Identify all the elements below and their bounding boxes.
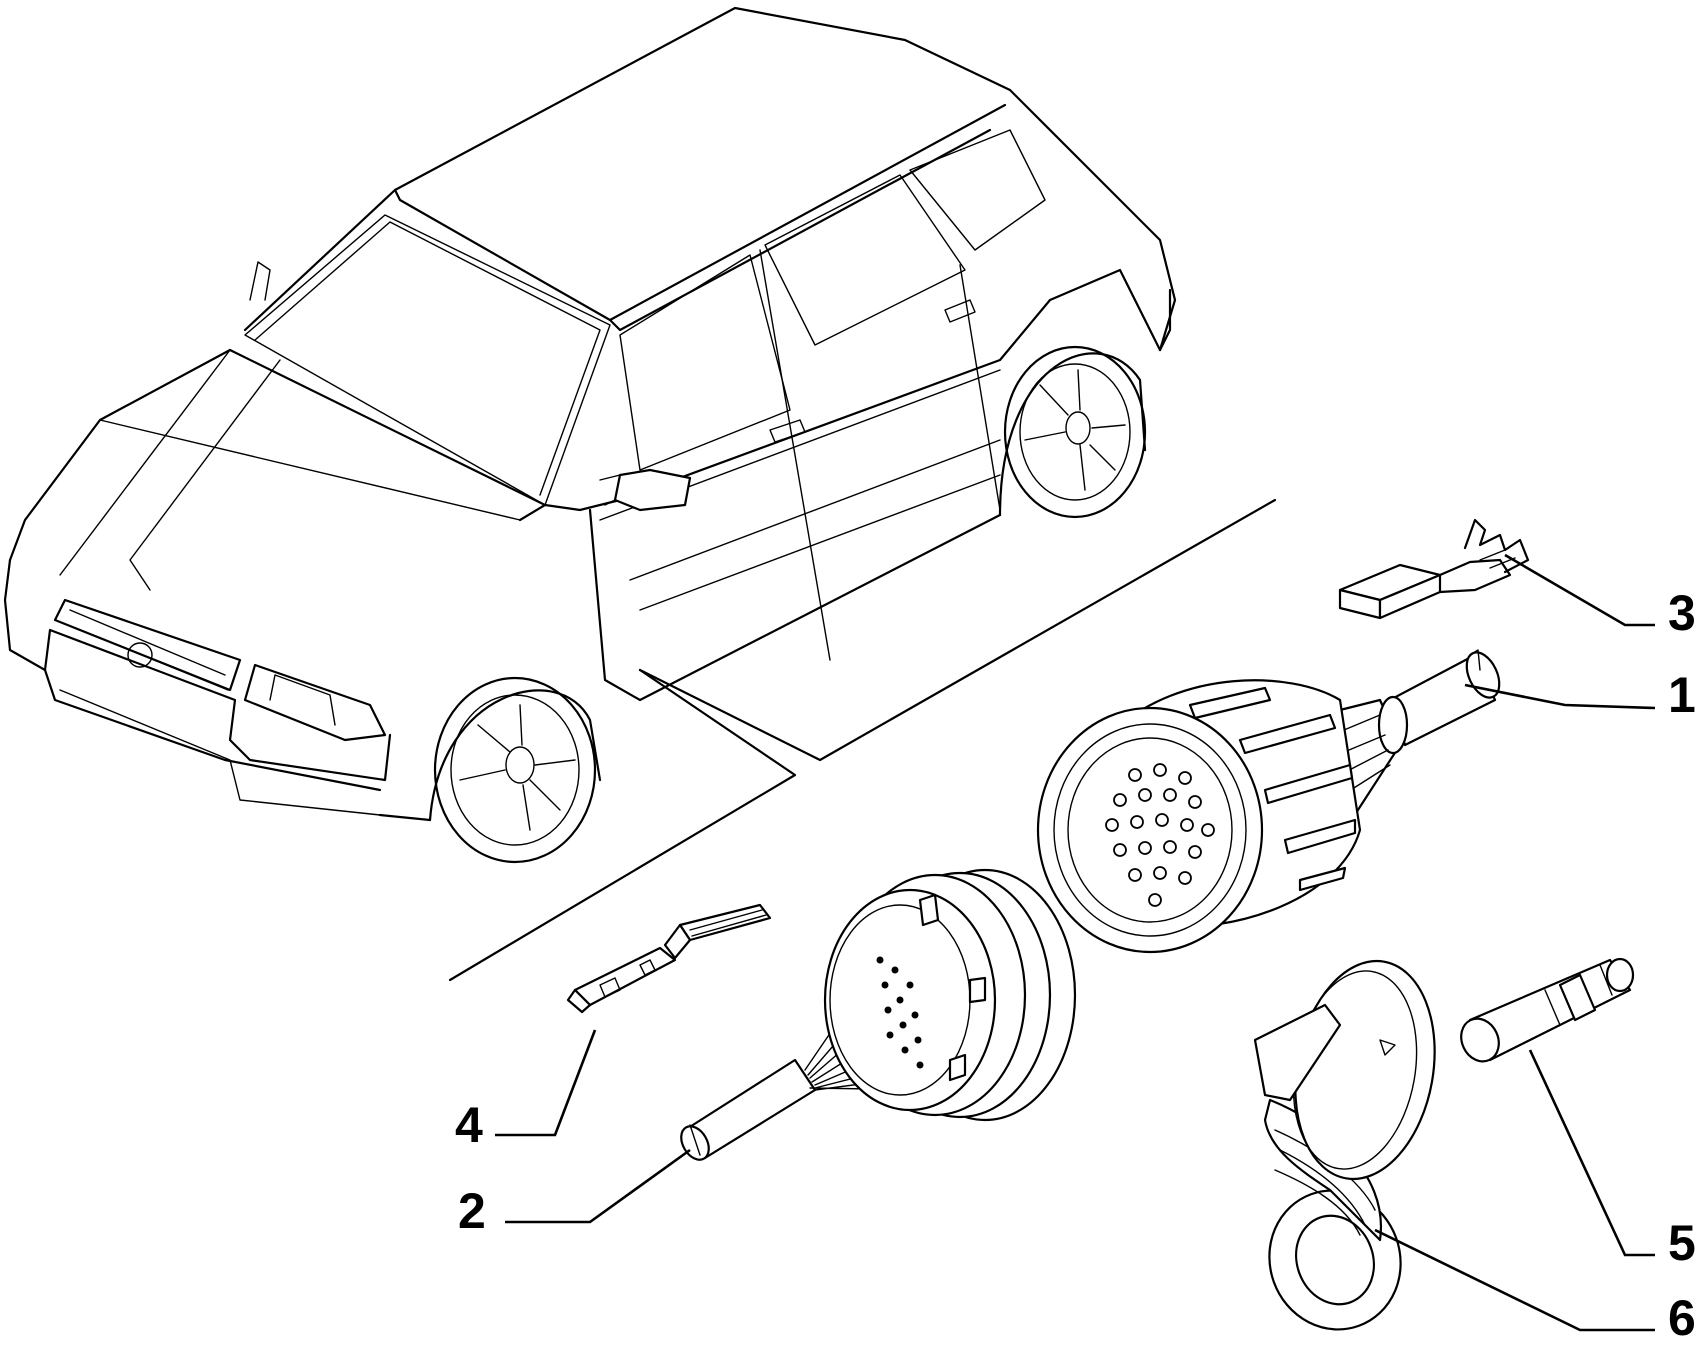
callout-1: 1 <box>1668 667 1696 723</box>
part-3-terminal-flat <box>1338 518 1530 620</box>
callout-3: 3 <box>1668 585 1696 641</box>
part-5-plug-pin <box>1460 957 1635 1063</box>
callout-2: 2 <box>458 1183 486 1239</box>
part-4-terminal-pin <box>566 903 772 1014</box>
male-connector-pins <box>876 956 924 1069</box>
connector-pin-holes <box>1105 763 1215 907</box>
callout-4: 4 <box>455 1097 483 1153</box>
callout-leaders <box>495 553 1656 1332</box>
part-6-protective-cap <box>1253 959 1436 1331</box>
car-illustration <box>3 6 1177 864</box>
location-leader-lines <box>448 498 1277 982</box>
callout-5: 5 <box>1668 1215 1696 1271</box>
callout-6: 6 <box>1668 1290 1696 1346</box>
part-2-connector-male <box>680 868 1077 1161</box>
callout-labels: 3 1 4 2 5 6 <box>455 585 1696 1346</box>
part-1-connector-female <box>1036 649 1501 954</box>
